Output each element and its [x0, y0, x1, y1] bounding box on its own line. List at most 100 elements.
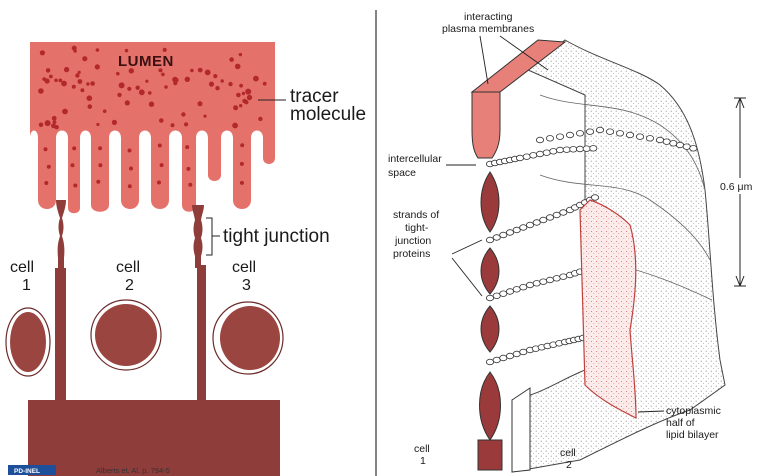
tracer-dot — [119, 82, 125, 88]
protein-bead — [560, 210, 567, 216]
tracer-dot — [54, 79, 58, 83]
protein-bead — [586, 129, 593, 135]
protein-bead — [520, 349, 527, 355]
tracer-dot — [98, 163, 102, 167]
tracer-dot — [232, 123, 238, 129]
protein-bead — [636, 134, 643, 140]
strands-label-line3: junction — [394, 235, 431, 247]
tracer-dot — [229, 57, 234, 62]
tracer-dot — [125, 100, 130, 105]
protein-bead — [656, 137, 663, 143]
tight-junction-right — [192, 205, 204, 268]
tracer-dot — [125, 49, 129, 53]
tracer-dot — [242, 92, 245, 95]
cell-1-label: cell — [10, 259, 34, 276]
tracer-dot — [184, 122, 188, 126]
protein-bead — [556, 147, 563, 153]
cell-2-label: cell — [116, 259, 140, 276]
tracer-dot — [185, 77, 190, 82]
protein-bead — [540, 279, 547, 285]
protein-bead — [553, 276, 560, 282]
tracer-dot — [38, 88, 44, 94]
membranes-label-line2: plasma membranes — [442, 23, 534, 35]
tracer-dot — [239, 84, 243, 88]
tracer-dot — [221, 79, 224, 82]
strands-label-line4: proteins — [393, 248, 430, 260]
protein-bead — [520, 225, 527, 231]
protein-bead — [591, 195, 598, 201]
tracer-dot — [49, 75, 53, 79]
strands-leader-a — [452, 240, 482, 254]
tracer-dot — [148, 91, 152, 95]
tracer-dot — [46, 68, 51, 73]
tracer-dot — [52, 116, 57, 121]
tracer-dot — [75, 73, 79, 77]
protein-bead — [540, 217, 547, 223]
tracer-dot — [240, 181, 244, 185]
tracer-dot — [39, 123, 44, 128]
tracer-dot — [87, 95, 93, 101]
tracer-dot — [98, 146, 102, 150]
protein-bead — [486, 237, 493, 243]
protein-bead — [526, 222, 533, 228]
scale-label: 0.6 μm — [720, 181, 753, 193]
protein-bead — [560, 274, 567, 280]
protein-bead — [506, 289, 513, 295]
cell-3-number: 3 — [242, 277, 251, 294]
cytoplasmic-label-line3: lipid bilayer — [666, 429, 719, 441]
protein-bead — [536, 151, 543, 157]
tracer-dot — [47, 165, 51, 169]
protein-bead — [546, 277, 553, 283]
license-badge-text: PD-INEL — [14, 468, 40, 475]
protein-bead — [500, 291, 507, 297]
tracer-dot — [72, 146, 76, 150]
protein-bead — [550, 149, 557, 155]
tracer-dot — [64, 67, 69, 72]
protein-bead — [566, 132, 573, 138]
tracer-dot — [171, 123, 175, 127]
tracer-dot — [78, 79, 83, 84]
protein-bead — [500, 355, 507, 361]
citation-text: Alberts et. Al. p. 794-5 — [96, 466, 170, 475]
tracer-dot — [172, 77, 178, 83]
protein-bead — [596, 127, 603, 133]
protein-bead — [506, 353, 513, 359]
protein-bead — [583, 146, 590, 152]
tracer-dot — [205, 70, 211, 76]
tracer-dot — [198, 101, 203, 106]
protein-bead — [690, 146, 697, 152]
tracer-dot — [86, 82, 89, 85]
tight-junction-left — [56, 200, 66, 272]
tracer-dot — [198, 68, 203, 73]
tracer-dot — [258, 117, 262, 121]
protein-bead — [670, 141, 677, 147]
tracer-dot — [90, 81, 95, 86]
tracer-dot — [185, 145, 189, 149]
right-panel: interacting plasma membranes intercellul… — [388, 11, 764, 472]
tracer-dot — [188, 183, 192, 187]
tracer-dot — [42, 77, 46, 81]
protein-bead — [513, 287, 520, 293]
tracer-dot — [149, 102, 154, 107]
protein-bead — [543, 150, 550, 156]
tracer-dot — [116, 72, 120, 76]
tracer-dot — [129, 167, 133, 171]
tracer-dot — [190, 69, 194, 73]
protein-bead — [663, 139, 670, 145]
protein-bead — [606, 129, 613, 135]
tracer-dot — [96, 48, 100, 52]
intercellular-label-line2: space — [388, 167, 416, 179]
cytoplasmic-half-sheet — [580, 200, 636, 418]
tracer-dot — [40, 50, 45, 55]
tracer-dot — [44, 181, 48, 185]
protein-bead — [523, 154, 530, 160]
tracer-dot — [96, 123, 99, 126]
protein-bead — [486, 359, 493, 365]
protein-bead — [556, 134, 563, 140]
strands-label-line1: strands of — [393, 209, 439, 221]
tracer-dot — [128, 184, 132, 188]
protein-bead — [683, 144, 690, 150]
protein-bead — [576, 146, 583, 152]
tracer-dot — [157, 181, 161, 185]
